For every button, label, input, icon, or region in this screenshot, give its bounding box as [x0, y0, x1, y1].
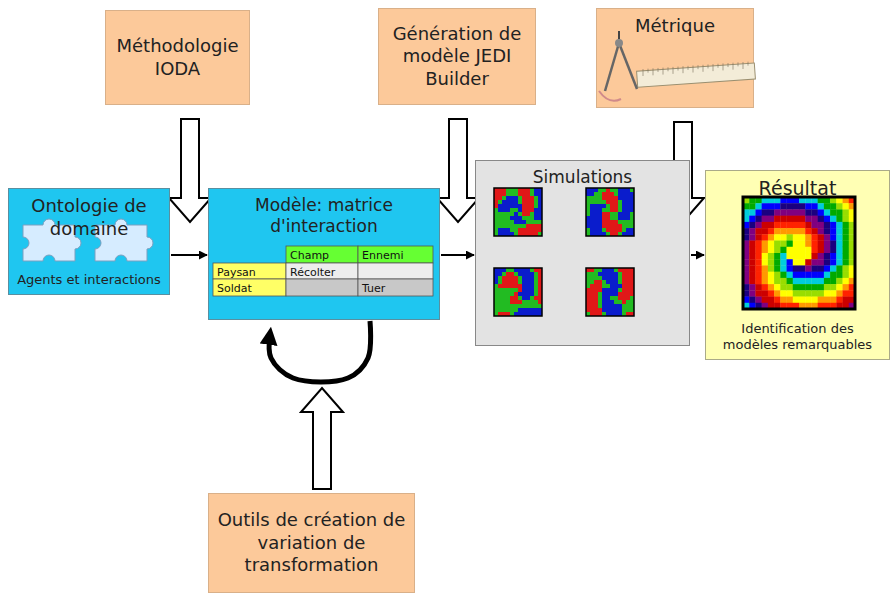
table-cell — [286, 279, 358, 296]
method-box: Méthodologie IODA — [105, 10, 250, 105]
table-cell — [286, 246, 358, 263]
feedback-loop — [269, 321, 370, 382]
result-box: RésultatIdentification des modèles remar… — [705, 170, 890, 360]
ontology-box: Ontologie de domaineAgents et interactio… — [8, 188, 170, 295]
node-title: Outils de création de variation de trans… — [215, 509, 408, 577]
compass-ruler-icon — [599, 31, 755, 101]
table-cell — [358, 263, 433, 279]
node-title: Simulations — [533, 167, 632, 188]
table-cell-text: Paysan — [214, 265, 259, 280]
hollow-arrow — [301, 388, 343, 489]
node-illustration — [476, 161, 691, 347]
flow-arrow — [691, 254, 704, 256]
metric-box: Métrique — [596, 8, 754, 108]
simulation-thumbnail — [586, 268, 634, 316]
model-box: Modèle: matrice d'interactionChamp Ennemi… — [208, 188, 440, 320]
table-cell-text: Récolter — [287, 265, 338, 280]
simulations-panel: Simulations — [475, 160, 690, 346]
generator-box: Génération de modèle JEDI Builder — [378, 8, 536, 105]
simulation-thumbnail — [494, 268, 542, 316]
table-cell — [213, 263, 286, 279]
spiral-heatmap — [743, 197, 855, 309]
flow-arrow — [171, 254, 207, 256]
simulation-thumbnail — [494, 188, 542, 236]
node-title: Modèle: matrice d'interaction — [215, 195, 433, 238]
table-cell — [286, 263, 358, 279]
hollow-arrow — [437, 119, 479, 222]
table-cell — [358, 246, 433, 263]
table-cell — [358, 279, 433, 296]
table-cell-text: Soldat — [214, 281, 255, 296]
node-title: Résultat — [759, 177, 837, 201]
hollow-arrow — [169, 119, 211, 222]
flow-arrow — [441, 254, 474, 256]
table-cell-text: Tuer — [359, 281, 388, 296]
table-cell-text: Ennemi — [359, 248, 406, 263]
table-cell-text: Champ — [287, 248, 332, 263]
node-subtitle: Identification des modèles remarquables — [712, 321, 883, 354]
simulation-thumbnail — [586, 188, 634, 236]
node-subtitle: Agents et interactions — [17, 272, 161, 288]
tools-box: Outils de création de variation de trans… — [208, 493, 415, 593]
table-cell — [213, 279, 286, 296]
node-title: Génération de modèle JEDI Builder — [385, 23, 529, 91]
node-title: Méthodologie IODA — [112, 35, 243, 80]
node-title: Ontologie de domaine — [15, 195, 163, 240]
node-title: Métrique — [635, 15, 715, 38]
